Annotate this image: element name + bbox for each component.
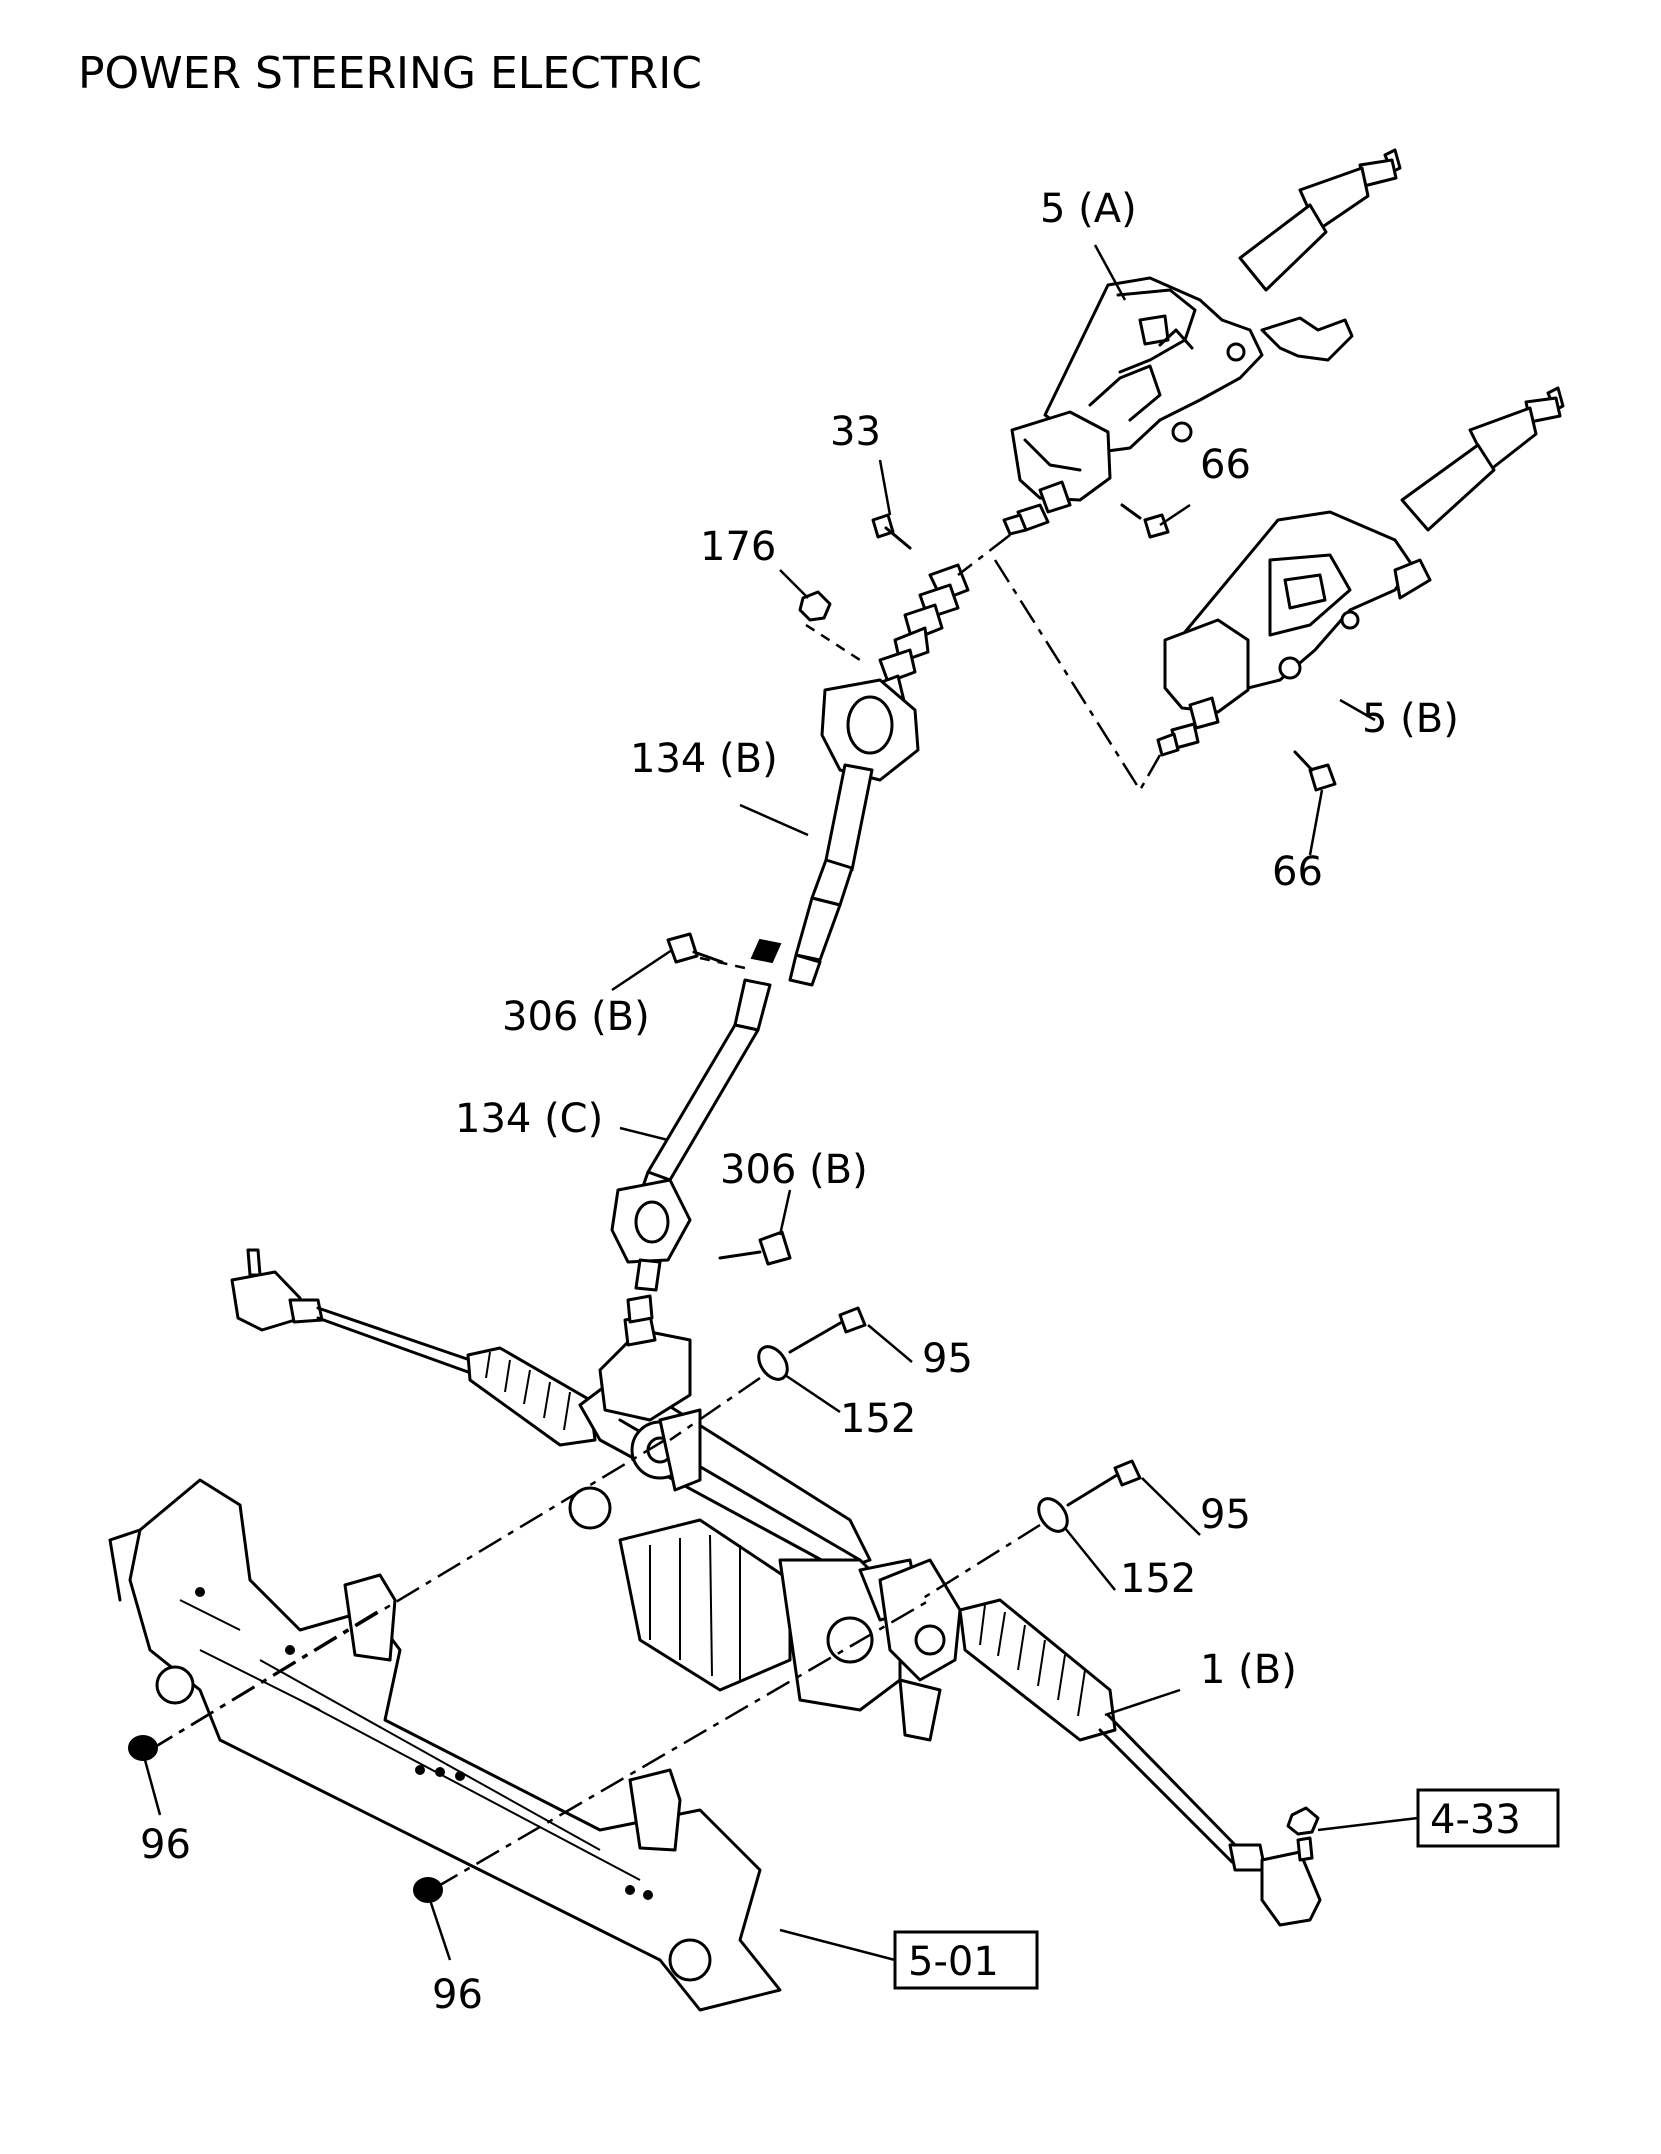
callout-33: 33: [830, 409, 881, 455]
reference-5-01: 5-01: [908, 1939, 999, 1985]
reference-box-4-33[interactable]: 4-33: [1416, 1788, 1560, 1848]
reference-box-5-01[interactable]: 5-01: [893, 1930, 1039, 1990]
leader-lines: [143, 244, 1419, 1962]
bolt-icon: [128, 503, 1337, 1903]
steering-column-b-icon: [1156, 386, 1565, 757]
callout-95-upper: 95: [922, 1336, 973, 1382]
callout-306b-upper: 306 (B): [502, 994, 650, 1040]
steering-gear-rack-icon: [230, 1248, 1322, 1927]
callout-5a: 5 (A): [1040, 186, 1137, 232]
callout-96-left: 96: [140, 1822, 191, 1868]
callouts: 5 (A) 5 (B) 33 66 66 176 134 (B) 306 (B)…: [140, 186, 1459, 2018]
steering-column-a-icon: [1002, 148, 1402, 536]
nut-icon: [798, 590, 832, 622]
page-title: POWER STEERING ELECTRIC: [78, 48, 702, 99]
callout-66-upper: 66: [1200, 442, 1251, 488]
callout-134c: 134 (C): [455, 1096, 603, 1142]
intermediate-shaft-icon: [750, 563, 970, 987]
callout-66-lower: 66: [1272, 849, 1323, 895]
reference-4-33: 4-33: [1430, 1797, 1521, 1843]
callout-134b: 134 (B): [630, 736, 778, 782]
assembly-lines: [149, 534, 1162, 1890]
washer-icon: [757, 1345, 1069, 1533]
callout-152-upper: 152: [840, 1396, 916, 1442]
intermediate-shaft-c-icon: [610, 978, 772, 1292]
callout-306b-lower: 306 (B): [720, 1147, 868, 1193]
callout-176: 176: [700, 524, 776, 570]
callout-96-right: 96: [432, 1972, 483, 2018]
nut-icon: [1286, 1806, 1320, 1836]
callout-152-lower: 152: [1120, 1556, 1196, 1602]
callout-95-lower: 95: [1200, 1492, 1251, 1538]
callout-5b: 5 (B): [1362, 696, 1459, 742]
callout-1b: 1 (B): [1200, 1647, 1297, 1693]
